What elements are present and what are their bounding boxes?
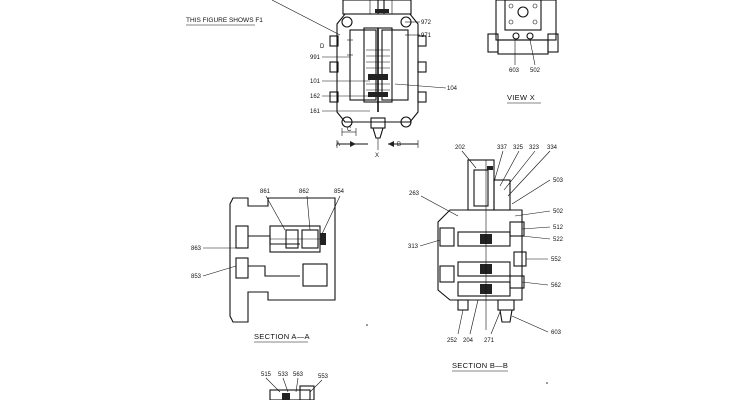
bottom-515: 515	[261, 372, 272, 378]
cut-mark-d: D	[320, 44, 325, 50]
leader-top	[271, 0, 341, 36]
cut-mark-c: C	[347, 127, 352, 133]
secbb-512: 512	[553, 225, 564, 231]
bottom-563: 563	[293, 372, 304, 378]
secaa-862: 862	[299, 189, 310, 195]
secaa-853: 853	[191, 274, 202, 280]
part-972: 972	[421, 20, 432, 26]
section-bb-leaders	[419, 150, 551, 335]
secaa-863: 863	[191, 246, 202, 252]
section-aa-drawing	[229, 197, 336, 323]
secbb-325: 325	[513, 145, 524, 151]
section-bb-drawing	[437, 159, 527, 330]
secbb-603: 603	[551, 330, 562, 336]
main-valve-view	[329, 0, 427, 150]
stray-mark	[546, 382, 548, 384]
secbb-522: 522	[553, 237, 564, 243]
caption-section-bb: SECTION B—B	[452, 361, 508, 370]
cut-mark-b: B	[397, 142, 401, 148]
secbb-502: 502	[553, 209, 564, 215]
viewx-603: 603	[509, 68, 520, 74]
part-104: 104	[447, 86, 458, 92]
main-view-leaders	[322, 21, 447, 112]
bottom-533: 533	[278, 372, 289, 378]
figure-note: THIS FIGURE SHOWS F1	[186, 17, 263, 24]
secbb-204: 204	[463, 338, 474, 344]
part-991: 991	[310, 55, 321, 61]
cut-mark-x: X	[375, 153, 379, 159]
part-161: 161	[310, 109, 321, 115]
caption-view-x: VIEW X	[507, 93, 535, 102]
secbb-313: 313	[408, 244, 419, 250]
secbb-263: 263	[409, 191, 420, 197]
viewx-502: 502	[530, 68, 541, 74]
part-101: 101	[310, 79, 321, 85]
caption-section-aa: SECTION A—A	[254, 332, 310, 341]
secaa-861: 861	[260, 189, 271, 195]
stray-mark	[366, 324, 368, 326]
secbb-337: 337	[497, 145, 508, 151]
secbb-562: 562	[551, 283, 562, 289]
cut-mark-a: A	[336, 142, 340, 148]
secbb-334: 334	[547, 145, 558, 151]
secbb-252: 252	[447, 338, 458, 344]
view-x-drawing	[487, 0, 559, 66]
bottom-553: 553	[318, 374, 329, 380]
secbb-552: 552	[551, 257, 562, 263]
part-971: 971	[421, 33, 432, 39]
bottom-partial-drawing	[265, 377, 323, 400]
secbb-271: 271	[484, 338, 495, 344]
secbb-323: 323	[529, 145, 540, 151]
secbb-202: 202	[455, 145, 466, 151]
secbb-503: 503	[553, 178, 564, 184]
part-162: 162	[310, 94, 321, 100]
section-aa-leaders	[202, 195, 341, 277]
secaa-854: 854	[334, 189, 345, 195]
